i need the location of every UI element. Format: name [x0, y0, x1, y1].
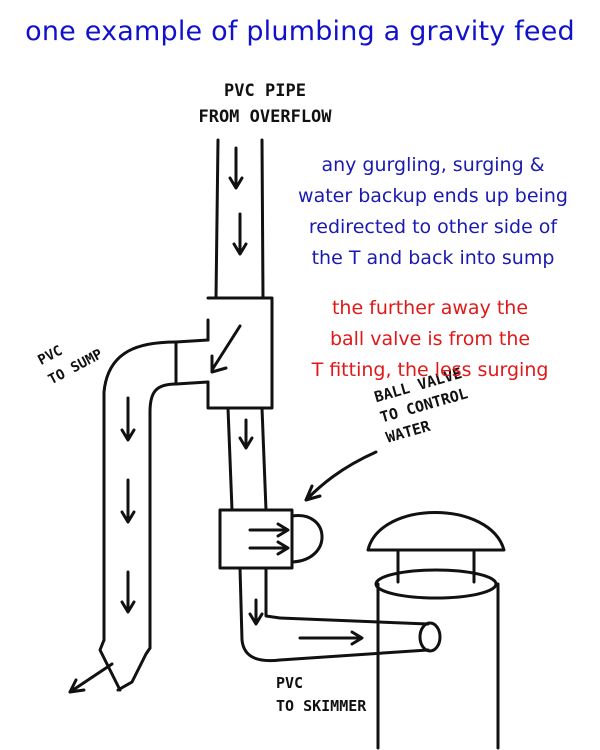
overflow-pipe — [214, 138, 265, 300]
flow-arrow — [238, 418, 254, 450]
label-line: TO SKIMMER — [276, 697, 367, 715]
flow-arrow — [120, 478, 136, 524]
note-line: T fitting, the less surging — [311, 359, 549, 381]
sump-outlet — [98, 638, 152, 692]
label-line: FROM OVERFLOW — [198, 107, 332, 127]
note-line: the T and back into sump — [311, 247, 555, 269]
skimmer-pipe — [278, 616, 430, 662]
note-line: redirected to other side of — [308, 216, 558, 238]
label-line: PVC — [276, 674, 304, 692]
sump-outflow-arrow — [68, 662, 114, 694]
flow-arrow — [120, 570, 136, 614]
flow-arrow — [210, 324, 242, 374]
note-line: ball valve is from the — [329, 328, 531, 350]
flow-arrow — [120, 396, 136, 442]
valve-outlet-pipe — [238, 566, 282, 663]
label-line: PVC PIPE — [224, 81, 306, 101]
note-line: any gurgling, surging & — [321, 154, 545, 176]
flow-arrow — [232, 212, 248, 256]
page-title: one example of plumbing a gravity feed — [25, 16, 575, 47]
skimmer-neck — [396, 550, 476, 584]
surging-note: any gurgling, surging & water backup end… — [268, 150, 598, 274]
note-line: water backup ends up being — [298, 185, 568, 207]
flow-arrow — [248, 522, 290, 538]
skimmer-cap — [366, 511, 506, 552]
flow-arrow — [248, 598, 264, 626]
flow-arrow — [248, 540, 290, 556]
skimmer-pipe-end — [418, 621, 442, 653]
overflow-pipe-label: PVC PIPE FROM OVERFLOW — [160, 78, 370, 130]
skimmer-collar — [374, 568, 498, 600]
ball-valve-body — [218, 508, 294, 570]
lower-pipe — [226, 406, 268, 512]
skimmer-pipe-label: PVC TO SKIMMER — [276, 672, 416, 718]
sump-pipe — [102, 340, 178, 650]
valve-pointer-arrow — [304, 450, 378, 502]
t-fitting — [206, 296, 274, 410]
t-branch — [174, 338, 210, 386]
skimmer-body — [376, 582, 500, 750]
flow-arrow — [298, 630, 364, 646]
note-line: the further away the — [331, 297, 529, 319]
ball-valve-handle — [290, 514, 324, 564]
flow-arrow — [228, 146, 244, 190]
valve-distance-note: the further away the ball valve is from … — [280, 293, 580, 386]
